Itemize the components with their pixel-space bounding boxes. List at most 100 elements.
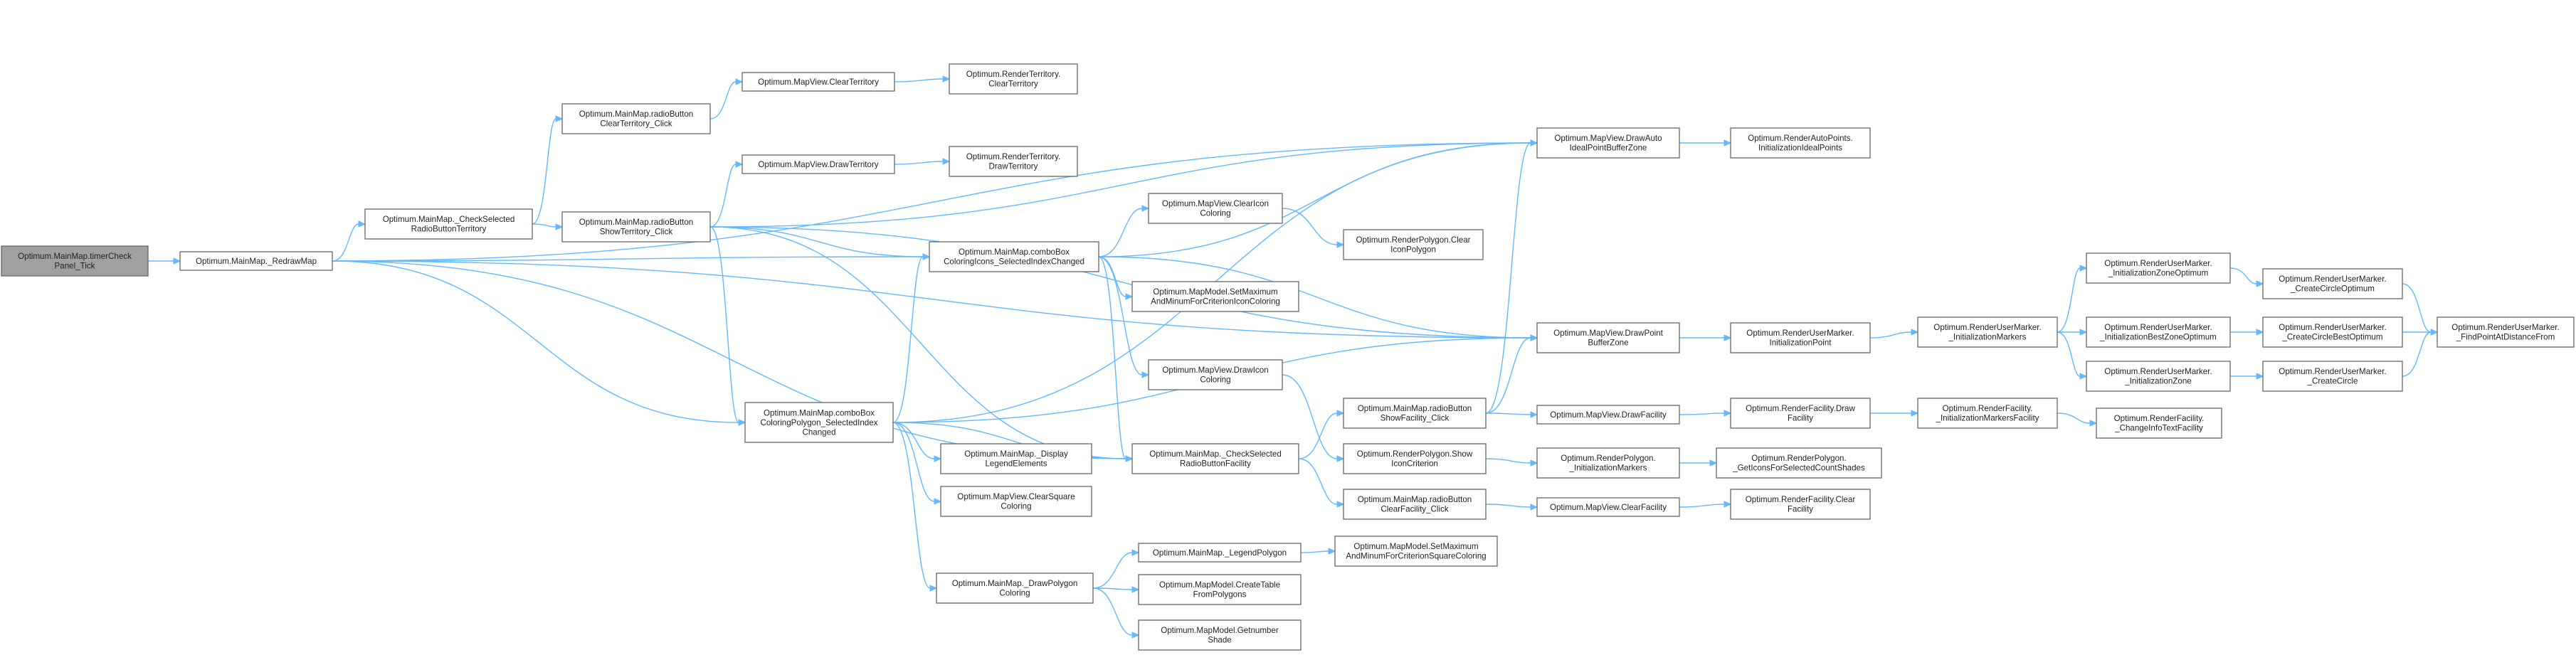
- call-edge: [1679, 334, 1732, 341]
- call-edge: [892, 422, 942, 462]
- edge-arrowhead: [1530, 459, 1538, 467]
- function-node[interactable]: Optimum.RenderUserMarker._CreateCircle: [2262, 361, 2403, 392]
- function-node[interactable]: Optimum.MapView.DrawTerritory: [741, 154, 895, 174]
- edge-line: [2057, 331, 2081, 377]
- edge-arrowhead: [929, 585, 938, 592]
- edge-layer: [148, 75, 2439, 639]
- function-node[interactable]: Optimum.RenderPolygon._InitializationMar…: [1536, 447, 1680, 479]
- function-node[interactable]: Optimum.RenderUserMarker._Initialization…: [2086, 361, 2231, 392]
- edge-line: [332, 223, 359, 262]
- call-edge: [1679, 410, 1732, 417]
- function-node[interactable]: Optimum.RenderUserMarker.InitializationP…: [1730, 322, 1871, 353]
- function-node[interactable]: Optimum.RenderUserMarker._FindPointAtDis…: [2437, 316, 2575, 348]
- edge-line: [1869, 331, 1912, 339]
- function-node[interactable]: Optimum.MapModel.SetMaximumAndMinumForCr…: [1131, 281, 1299, 312]
- node-label-line: Optimum.MainMap.radioButton: [579, 110, 693, 119]
- edge-arrowhead: [934, 498, 942, 505]
- node-label-line: Optimum.MainMap._LegendPolygon: [1153, 548, 1287, 558]
- function-node[interactable]: Optimum.RenderFacility.ClearFacility: [1730, 489, 1871, 520]
- function-node[interactable]: Optimum.RenderUserMarker._CreateCircleBe…: [2262, 316, 2403, 348]
- node-box: [949, 63, 1078, 95]
- function-node[interactable]: Optimum.MapView.DrawFacility: [1536, 405, 1680, 425]
- function-node[interactable]: Optimum.MapView.ClearTerritory: [741, 72, 895, 92]
- node-box: [1716, 447, 1882, 479]
- edge-line: [1300, 550, 1329, 553]
- function-node[interactable]: Optimum.RenderUserMarker._Initialization…: [2086, 252, 2231, 284]
- function-node[interactable]: Optimum.MainMap._CheckSelectedRadioButto…: [1131, 443, 1299, 474]
- node-label-line: Coloring: [1001, 502, 1031, 511]
- node-box: [1138, 574, 1302, 605]
- function-node[interactable]: Optimum.MainMap.radioButtonShowFacility_…: [1343, 398, 1487, 429]
- edge-arrowhead: [1131, 586, 1140, 593]
- function-node[interactable]: Optimum.MainMap._LegendPolygon: [1138, 543, 1302, 563]
- function-node[interactable]: Optimum.RenderTerritory.ClearTerritory: [949, 63, 1078, 95]
- node-box: [1730, 127, 1871, 159]
- function-node[interactable]: Optimum.MainMap._RedrawMap: [179, 251, 333, 271]
- edge-line: [332, 260, 739, 423]
- function-node[interactable]: Optimum.RenderUserMarker._Initialization…: [2086, 316, 2231, 348]
- node-label-line: Optimum.MapView.DrawIcon: [1162, 366, 1268, 375]
- edge-arrowhead: [555, 223, 564, 230]
- node-label-line: Panel_Tick: [55, 262, 95, 271]
- function-node[interactable]: Optimum.MapModel.SetMaximumAndMinumForCr…: [1334, 536, 1498, 567]
- edge-arrowhead: [1724, 334, 1732, 341]
- function-node[interactable]: Optimum.RenderFacility._InitializationMa…: [1917, 398, 2058, 429]
- node-label-line: Optimum.RenderUserMarker.: [2104, 323, 2212, 332]
- node-label-line: Optimum.MainMap.radioButton: [579, 218, 693, 227]
- function-node[interactable]: Optimum.RenderUserMarker._CreateCircleOp…: [2262, 268, 2403, 299]
- function-node[interactable]: Optimum.RenderFacility._ChangeInfoTextFa…: [2096, 408, 2222, 439]
- call-edge: [148, 257, 181, 265]
- edge-line: [1679, 504, 1725, 508]
- call-edge: [1485, 139, 1538, 414]
- function-node[interactable]: Optimum.MainMap.radioButtonClearTerritor…: [561, 103, 711, 134]
- function-node[interactable]: Optimum.MainMap.radioButtonClearFacility…: [1343, 489, 1487, 520]
- edge-line: [709, 164, 737, 228]
- node-label-line: ShowTerritory_Click: [600, 228, 673, 237]
- edge-line: [892, 422, 931, 589]
- edge-line: [892, 256, 924, 423]
- function-node[interactable]: Optimum.MapView.DrawAutoIdealPointBuffer…: [1536, 127, 1680, 159]
- node-label-line: Optimum.RenderUserMarker.: [2451, 323, 2559, 332]
- function-node[interactable]: Optimum.MainMap.comboBoxColoringPolygon_…: [744, 402, 894, 443]
- function-node[interactable]: Optimum.RenderTerritory.DrawTerritory: [949, 146, 1078, 177]
- edge-arrowhead: [555, 115, 564, 122]
- function-node[interactable]: Optimum.MainMap.radioButtonShowTerritory…: [561, 211, 711, 243]
- call-edge: [894, 158, 951, 165]
- call-edge: [2057, 329, 2088, 336]
- function-node[interactable]: Optimum.RenderFacility.DrawFacility: [1730, 398, 1871, 429]
- function-node[interactable]: Optimum.RenderPolygon._GetIconsForSelect…: [1716, 447, 1882, 479]
- node-label-line: Coloring: [999, 589, 1030, 598]
- function-node[interactable]: Optimum.MainMap.comboBoxColoringIcons_Se…: [929, 241, 1099, 272]
- call-edge: [709, 139, 1538, 228]
- function-node[interactable]: Optimum.MapView.ClearFacility: [1536, 497, 1680, 517]
- node-box: [2086, 361, 2231, 392]
- edge-line: [2229, 267, 2257, 284]
- edge-line: [1485, 412, 1531, 415]
- call-edge: [2057, 265, 2088, 333]
- function-node[interactable]: Optimum.MainMap._CheckSelectedRadioButto…: [364, 208, 533, 240]
- node-label-line: Optimum.MapModel.Getnumber: [1161, 626, 1279, 635]
- edge-line: [2057, 267, 2081, 333]
- function-node[interactable]: Optimum.RenderAutoPoints.InitializationI…: [1730, 127, 1871, 159]
- node-label-line: _InitializationMarkers: [1569, 464, 1647, 473]
- node-label-line: Optimum.MainMap._CheckSelected: [383, 215, 515, 224]
- edge-line: [532, 118, 556, 225]
- call-edge: [1092, 587, 1140, 639]
- edge-arrowhead: [942, 75, 951, 82]
- edge-arrowhead: [1530, 334, 1538, 341]
- edge-arrowhead: [358, 220, 366, 228]
- function-node[interactable]: Optimum.RenderUserMarker._Initialization…: [1917, 316, 2058, 348]
- edge-line: [1098, 256, 1143, 376]
- edge-arrowhead: [2430, 329, 2439, 336]
